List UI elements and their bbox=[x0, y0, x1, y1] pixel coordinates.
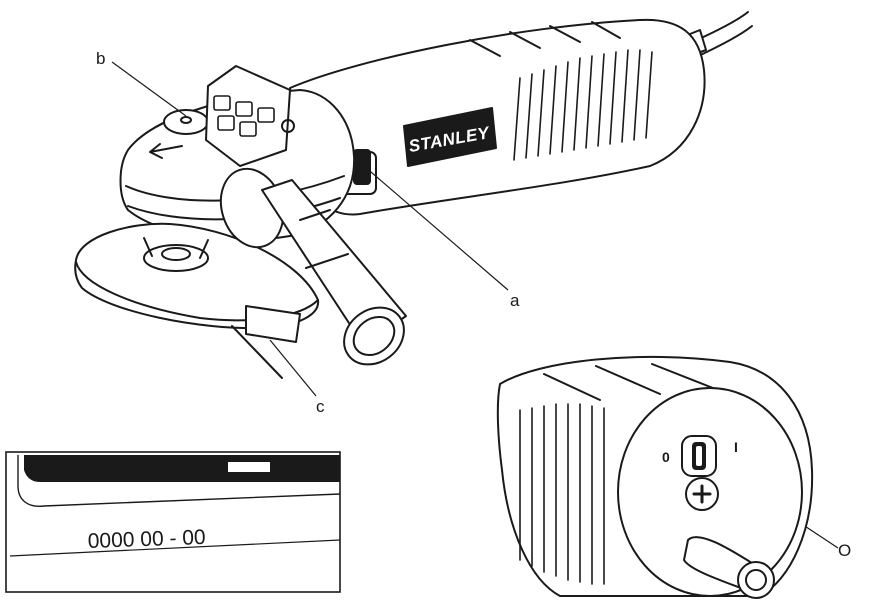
grip-ridge bbox=[591, 21, 621, 39]
leader-line-c bbox=[269, 339, 317, 397]
grip-ridge bbox=[469, 39, 501, 57]
side-handle-grip-band bbox=[305, 253, 349, 269]
slide-switch bbox=[353, 149, 371, 185]
leader-line-a bbox=[363, 165, 509, 291]
nameplate-dark-band bbox=[24, 455, 340, 482]
serial-number: 0000 00 - 00 bbox=[87, 526, 206, 553]
angle-grinder-drawing bbox=[74, 11, 753, 379]
rear-switch-toggle-highlight bbox=[696, 446, 702, 466]
nameplate-underline bbox=[9, 539, 341, 557]
rotation-arrow-mark bbox=[149, 143, 183, 159]
side-handle-end-hole bbox=[352, 315, 396, 357]
spindle-nut bbox=[161, 247, 191, 261]
side-handle-grip-band bbox=[299, 209, 331, 221]
rear-vent-slots bbox=[519, 403, 605, 585]
guard-clamp-ribs bbox=[213, 95, 275, 137]
rear-switch-on-mark: I bbox=[734, 439, 738, 455]
motor-housing bbox=[289, 18, 706, 216]
nameplate-white-block bbox=[228, 462, 270, 472]
guard-edge bbox=[231, 325, 283, 379]
motor-vent-slots bbox=[513, 49, 653, 161]
spindle-collar bbox=[143, 237, 209, 259]
rear-ridge bbox=[543, 373, 601, 401]
clamp-screw bbox=[281, 119, 295, 133]
rear-end-cap bbox=[617, 387, 803, 597]
logo-badge bbox=[403, 107, 497, 167]
guard-tab bbox=[245, 305, 301, 343]
spindle-flange bbox=[143, 244, 209, 272]
rear-ridge bbox=[595, 365, 661, 395]
screw-cross bbox=[692, 484, 712, 504]
callout-label-c: c bbox=[316, 397, 325, 416]
callout-label-a: a bbox=[510, 291, 520, 310]
spindle-lock-button-center bbox=[180, 116, 192, 124]
callout-label-b: b bbox=[96, 49, 105, 68]
nameplate-curve bbox=[17, 455, 341, 507]
rear-cord-end bbox=[737, 561, 775, 599]
grip-ridge bbox=[549, 25, 581, 43]
rear-view-drawing bbox=[496, 355, 814, 599]
leader-line-b bbox=[111, 61, 187, 117]
side-handle-grip bbox=[261, 179, 407, 347]
side-handle-end bbox=[343, 306, 405, 366]
callout-label-o: O bbox=[838, 541, 851, 560]
rear-ridge bbox=[651, 363, 719, 391]
nameplate-inset: 0000 00 - 00 bbox=[5, 451, 341, 593]
rear-switch-off-mark: 0 bbox=[662, 449, 670, 465]
rear-cord-end-inner bbox=[745, 569, 767, 591]
brush-cap-screw bbox=[685, 477, 719, 511]
grip-ridge bbox=[509, 31, 541, 49]
